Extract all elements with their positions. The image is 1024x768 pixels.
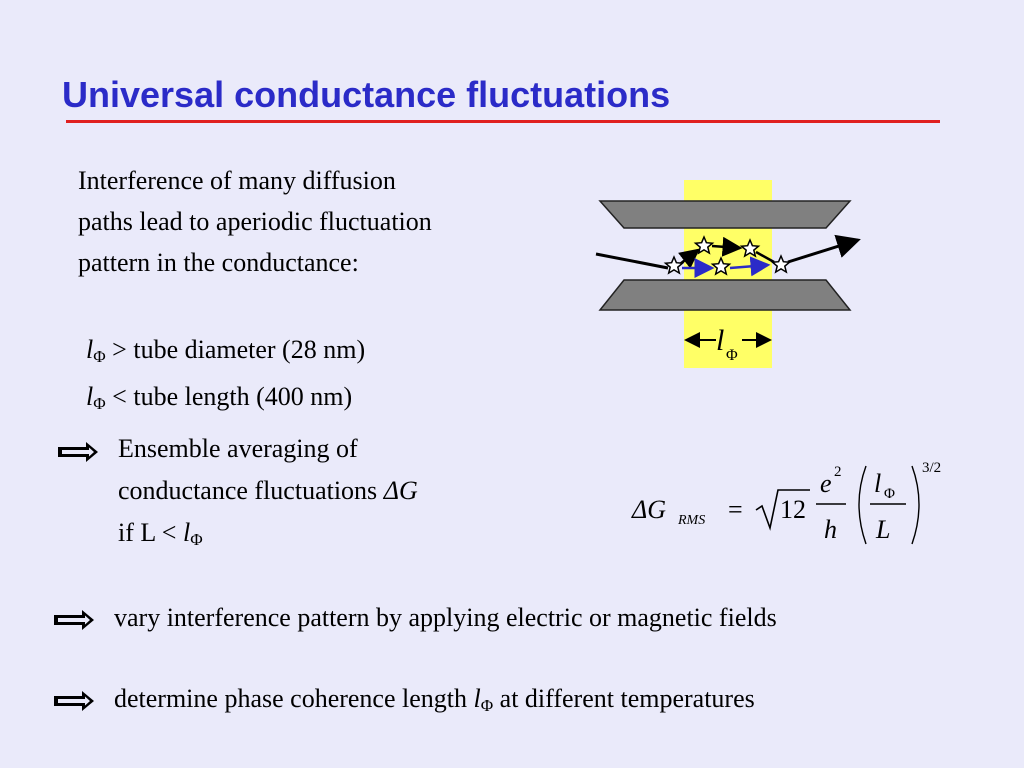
title-underline — [66, 120, 940, 123]
star-icon — [770, 254, 792, 274]
phi-subscript: Φ — [93, 347, 106, 366]
slide-title: Universal conductance fluctuations — [62, 74, 671, 115]
path-segment — [678, 248, 700, 269]
less-than-symbol: < — [112, 382, 127, 411]
ensemble-line: conductance fluctuations ΔG — [118, 470, 418, 512]
right-paren — [911, 465, 920, 545]
l-phi-label: l — [716, 324, 724, 357]
delta-g-symbol: ΔG — [631, 495, 666, 524]
conductance-formula: ΔG RMS = 12 e 2 h l Φ L 3/2 — [631, 460, 941, 545]
intro-line: pattern in the conductance: — [78, 248, 359, 277]
l-phi-var: l — [86, 335, 94, 364]
intro-line: Interference of many diffusion — [78, 166, 396, 195]
phi-subscript: Φ — [480, 696, 494, 715]
sqrt-sign — [755, 489, 810, 531]
delta-g-symbol: ΔG — [383, 476, 418, 505]
double-arrow-icon — [58, 442, 98, 462]
condition-diameter: lΦ > tube diameter (28 nm) — [86, 330, 365, 377]
determine-text: determine phase coherence length — [114, 684, 474, 713]
ensemble-line: if L < lΦ — [118, 512, 418, 561]
ensemble-line: Ensemble averaging of — [118, 434, 358, 463]
phi-subscript: Φ — [726, 347, 738, 364]
incoming-path — [595, 252, 669, 270]
l-symbol: l — [874, 469, 881, 498]
bullet-vary: vary interference pattern by applying el… — [114, 603, 777, 632]
greater-than-symbol: > — [112, 335, 127, 364]
determine-text: at different temperatures — [493, 684, 755, 713]
ensemble-block: Ensemble averaging of conductance fluctu… — [118, 428, 418, 561]
ensemble-text: conductance fluctuations — [118, 476, 384, 505]
h-symbol: h — [824, 515, 837, 544]
conditions-block: lΦ > tube diameter (28 nm) lΦ < tube len… — [86, 330, 365, 424]
path-segment — [711, 236, 743, 257]
left-paren — [858, 465, 867, 545]
intro-line: paths lead to aperiodic fluctuation — [78, 207, 432, 236]
star-icon — [693, 235, 715, 255]
condition-text: tube length (400 nm) — [133, 382, 353, 411]
star-icon — [663, 255, 685, 275]
l-phi-var: l — [86, 382, 94, 411]
intro-paragraph: Interference of many diffusion paths lea… — [78, 160, 432, 283]
e-symbol: e — [820, 469, 832, 498]
double-arrow-icon — [54, 691, 94, 711]
lower-tube-wall — [598, 279, 852, 311]
phi-subscript: Φ — [884, 486, 895, 502]
star-icon — [710, 256, 732, 276]
bullet-determine: determine phase coherence length lΦ at d… — [114, 678, 755, 727]
tube-diagram: l Φ — [595, 180, 861, 368]
l-phi-var: l — [182, 518, 191, 547]
condition-text: tube diameter (28 nm) — [133, 335, 366, 364]
upper-tube-wall — [598, 200, 852, 229]
ensemble-text: if L < — [118, 518, 183, 547]
exponent-three-halves: 3/2 — [922, 460, 941, 476]
double-arrow-icon — [54, 610, 94, 630]
l-phi-var: l — [473, 684, 481, 713]
L-symbol: L — [875, 515, 890, 544]
star-icon — [739, 238, 761, 258]
twelve: 12 — [780, 495, 806, 524]
phi-subscript: Φ — [190, 530, 203, 549]
equals-sign: = — [728, 495, 743, 524]
phi-subscript: Φ — [93, 394, 106, 413]
scattering-stars — [663, 235, 792, 276]
e-exponent: 2 — [834, 464, 842, 480]
blue-path-segment — [729, 256, 771, 277]
rms-subscript: RMS — [677, 513, 705, 528]
outgoing-path — [787, 234, 861, 264]
condition-length: lΦ < tube length (400 nm) — [86, 377, 365, 424]
